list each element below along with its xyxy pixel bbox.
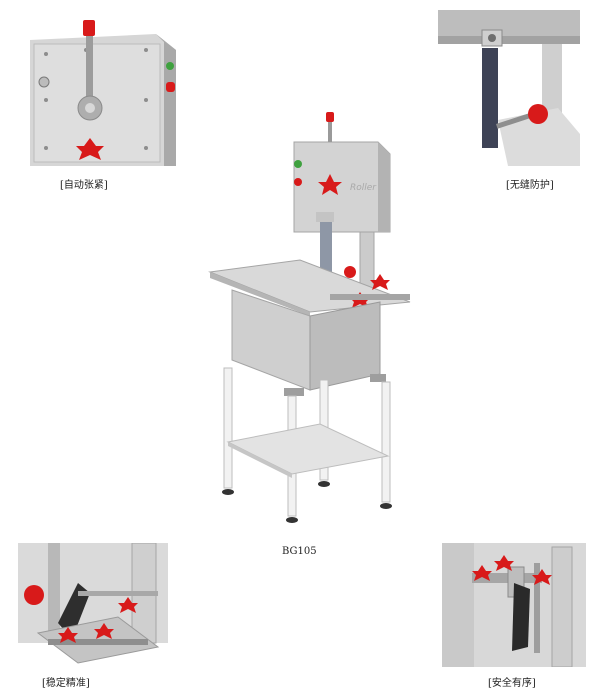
- caption-guide: [稳定精准]: [42, 678, 90, 689]
- photo-guard-closeup: [438, 10, 580, 166]
- photo-guide-closeup: [18, 543, 168, 667]
- photo-tension-closeup: [26, 20, 186, 170]
- caption-tension: [自动张紧]: [60, 180, 108, 191]
- caption-model: BG105: [282, 546, 317, 557]
- photo-adjuster-closeup: [442, 543, 586, 667]
- caption-adjuster: [安全有序]: [488, 678, 536, 689]
- svg-text:Roller: Roller: [350, 183, 377, 193]
- caption-guard: [无缝防护]: [506, 180, 554, 191]
- machine-illustration: Roller: [200, 112, 420, 532]
